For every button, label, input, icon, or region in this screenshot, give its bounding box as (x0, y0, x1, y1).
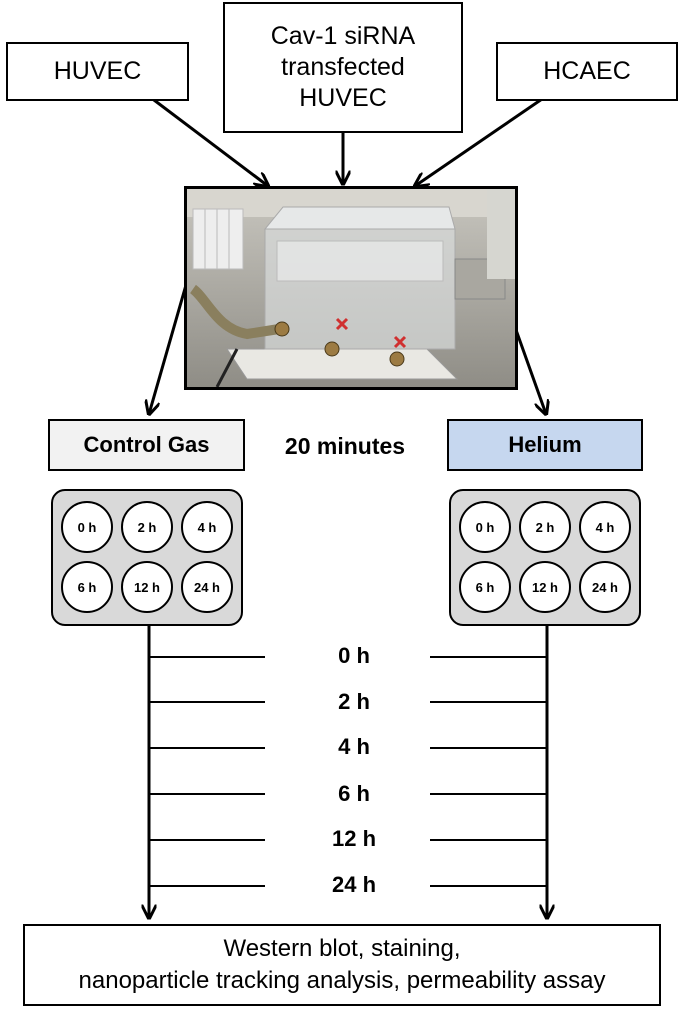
timepoint-label: 6 h (338, 781, 370, 806)
helium-box: Helium (447, 419, 643, 471)
well-6h: 6 h (61, 561, 113, 613)
exposure-duration: 20 minutes (284, 433, 406, 459)
well-0h: 0 h (61, 501, 113, 553)
hcaec-label: HCAEC (543, 56, 631, 85)
cav1-line3: HUVEC (299, 84, 387, 113)
analysis-box: Western blot, staining, nanoparticle tra… (23, 924, 661, 1006)
well-0h: 0 h (459, 501, 511, 553)
chamber-illustration (187, 189, 515, 387)
cav1-line2: transfected (281, 52, 405, 81)
well-12h: 12 h (519, 561, 571, 613)
well-6h: 6 h (459, 561, 511, 613)
cav1-box: Cav-1 siRNA transfected HUVEC (223, 2, 463, 133)
left-ticks (149, 656, 265, 887)
well-4h: 4 h (181, 501, 233, 553)
well-2h: 2 h (519, 501, 571, 553)
cav1-line1: Cav-1 siRNA (270, 21, 416, 50)
timepoint-label: 0 h (338, 643, 370, 668)
exposure-chamber-photo (184, 186, 518, 390)
helium-label: Helium (508, 432, 582, 457)
analysis-line1: Western blot, staining, (223, 934, 461, 962)
hcaec-box: HCAEC (496, 42, 678, 101)
timepoint-label: 24 h (331, 872, 377, 897)
timepoint-label: 4 h (338, 734, 370, 759)
well-24h: 24 h (181, 561, 233, 613)
well-24h: 24 h (579, 561, 631, 613)
arrow-chamber-to-control (149, 284, 188, 414)
control-gas-label: Control Gas (83, 432, 210, 457)
well-4h: 4 h (579, 501, 631, 553)
huvec-box: HUVEC (6, 42, 189, 101)
helium-well-plate: 0 h 2 h 4 h 6 h 12 h 24 h (449, 489, 641, 626)
control-gas-box: Control Gas (48, 419, 245, 471)
arrow-huvec-to-chamber (149, 95, 268, 186)
well-12h: 12 h (121, 561, 173, 613)
huvec-label: HUVEC (53, 56, 142, 85)
well-2h: 2 h (121, 501, 173, 553)
right-ticks (430, 656, 547, 887)
control-well-plate: 0 h 2 h 4 h 6 h 12 h 24 h (51, 489, 243, 626)
analysis-line2: nanoparticle tracking analysis, permeabi… (78, 967, 606, 994)
timepoint-label: 2 h (338, 689, 370, 714)
timepoint-label: 12 h (331, 826, 377, 851)
arrow-hcaec-to-chamber (415, 95, 546, 186)
